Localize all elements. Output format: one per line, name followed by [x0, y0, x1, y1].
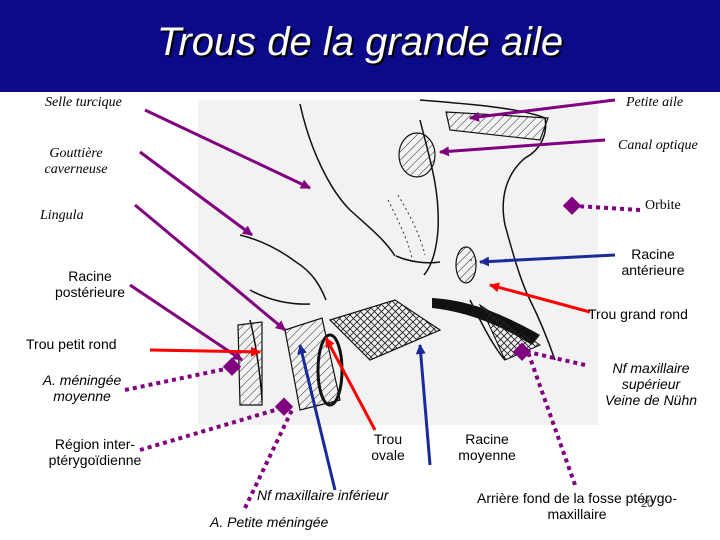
label-racine-posterieure-line1: Racine — [68, 268, 112, 284]
label-arriere-fond-line1: Arrière fond de la fosse ptérygo- — [477, 490, 677, 506]
marker-orbite — [562, 196, 582, 215]
page-number: 20 — [641, 498, 654, 510]
label-trou-petit-rond: Trou petit rond — [26, 336, 117, 352]
label-racine-anterieure: Racine antérieure — [603, 246, 703, 278]
arrow-petite-aile — [469, 98, 616, 122]
dotted-meningee — [124, 366, 231, 392]
label-nf-max-sup: Nf maxillaire supérieur Veine de Nühn — [590, 360, 712, 408]
label-selle-turcique: Selle turcique — [45, 95, 122, 110]
label-gouttiere-caverneuse: Gouttière caverneuse — [36, 146, 116, 178]
trou-ovale-block — [328, 299, 442, 361]
marker-meningee — [222, 357, 242, 376]
label-meningee-line2: moyenne — [53, 388, 111, 405]
title-bar — [0, 0, 720, 92]
label-nf-max-sup-line1: Nf maxillaire — [612, 360, 690, 376]
marker-nf-max-sup — [512, 342, 532, 361]
label-region-pterygoidienne: Région inter- ptérygoïdienne — [30, 436, 160, 468]
dotted-region — [139, 406, 283, 452]
label-petite-meningee: A. Petite méningée — [210, 514, 329, 530]
label-orbite: Orbite — [645, 198, 681, 213]
arrow-racine-posterieure — [129, 283, 243, 362]
label-gouttiere-line1: Gouttière — [49, 146, 103, 161]
label-lingula: Lingula — [40, 208, 84, 223]
label-meningee-moyenne: A. méningée moyenne — [27, 372, 137, 404]
label-nf-max-inf: Nf maxillaire inférieur — [257, 487, 389, 503]
label-meningee-line1: A. méningée — [42, 372, 122, 388]
dotted-nf-max-sup — [527, 350, 586, 367]
dotted-petite-meningee — [243, 409, 294, 509]
canal-optique-shape — [398, 132, 436, 178]
arrow-canal-optique — [439, 138, 606, 157]
label-racine-posterieure-line2: postérieure — [54, 284, 126, 301]
arrow-racine-moyenne — [415, 344, 432, 466]
label-arriere-fond: Arrière fond de la fosse ptérygo- maxill… — [452, 490, 702, 522]
label-canal-optique: Canal optique — [618, 138, 698, 153]
label-trou-ovale: Trou ovale — [358, 431, 418, 463]
arrow-gouttiere — [139, 150, 253, 237]
label-trou-ovale-line2: ovale — [371, 447, 405, 464]
marker-region — [274, 397, 294, 416]
arrow-racine-anterieure — [479, 253, 616, 267]
label-racine-moyenne-line2: moyenne — [458, 447, 516, 464]
slide-title: Trous de la grande aile — [156, 20, 564, 64]
racine-anterieure-shape — [455, 246, 477, 284]
arrow-selle-turcique — [144, 108, 311, 190]
label-racine-anterieure-line2: antérieure — [621, 262, 685, 279]
arrow-nf-max-inf — [297, 344, 337, 491]
label-region-line1: Région inter- — [54, 436, 136, 452]
arrow-trou-grand-rond — [489, 282, 591, 314]
label-region-line2: ptérygoïdienne — [48, 452, 142, 469]
label-petite-aile: Petite aile — [626, 95, 684, 110]
arrow-lingula — [134, 203, 286, 332]
label-nf-max-sup-line2: supérieur — [621, 376, 681, 393]
label-racine-moyenne: Racine moyenne — [442, 431, 532, 463]
label-nf-max-sup-line3: Veine de Nühn — [604, 392, 698, 409]
label-trou-grand-rond: Trou grand rond — [588, 306, 688, 322]
arrow-trou-ovale — [324, 337, 377, 431]
label-racine-moyenne-line1: Racine — [465, 431, 509, 447]
label-racine-anterieure-line1: Racine — [631, 246, 675, 262]
trou-petit-rond-column — [237, 321, 263, 406]
label-gouttiere-line2: caverneuse — [44, 162, 108, 178]
arrow-trou-petit-rond — [149, 346, 261, 357]
label-arriere-fond-line2: maxillaire — [547, 506, 607, 523]
label-trou-ovale-line1: Trou — [373, 431, 403, 447]
dotted-orbite — [574, 204, 641, 212]
label-racine-posterieure: Racine postérieure — [40, 268, 140, 300]
